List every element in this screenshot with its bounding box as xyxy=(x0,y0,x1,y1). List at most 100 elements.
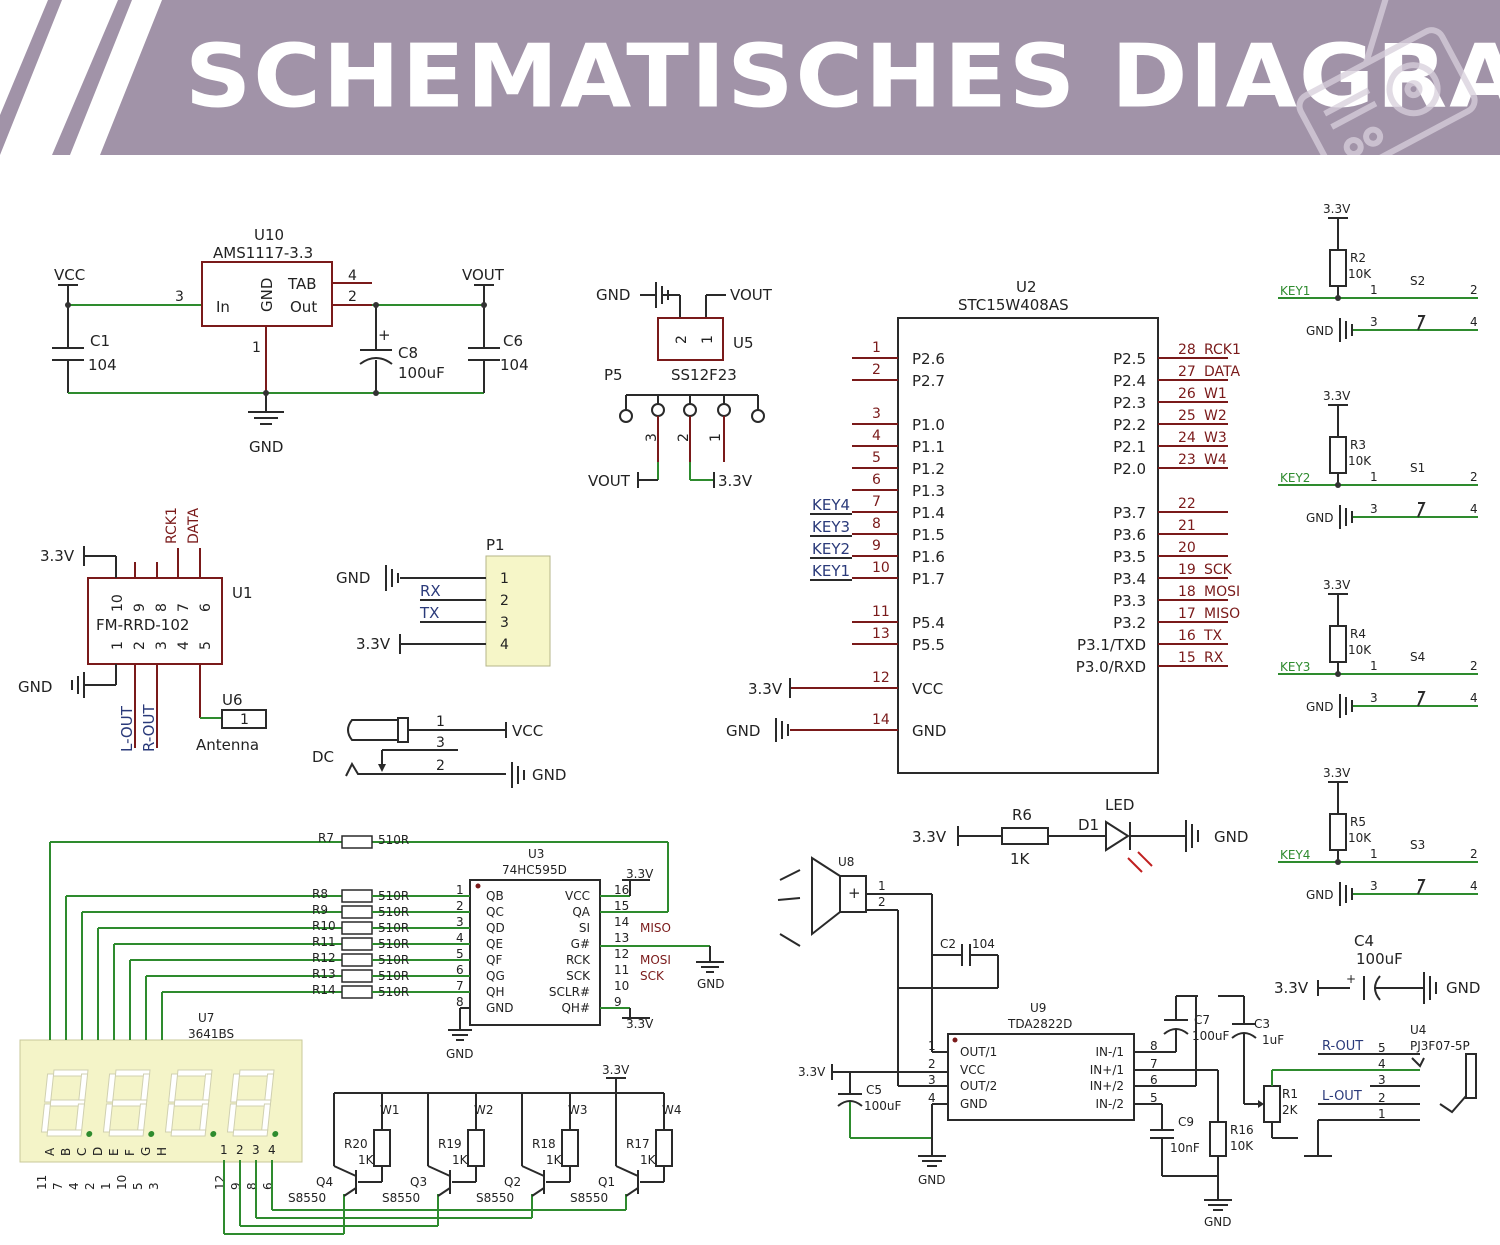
mcu-right-pin-name: P2.4 xyxy=(1113,372,1146,390)
mcu-right-net: MOSI xyxy=(1204,584,1240,600)
u5-ref: U5 xyxy=(733,334,754,352)
driver-collector xyxy=(531,1187,545,1197)
p5-pin1: 1 xyxy=(708,433,724,442)
u1-top-pin: 10 xyxy=(110,594,126,612)
driver-res-value: 1K xyxy=(546,1153,563,1167)
key-net-label: KEY1 xyxy=(1280,284,1310,298)
u3-left-pin-name: QD xyxy=(486,921,505,935)
u3-left-pin-name: QF xyxy=(486,953,502,967)
u5-pin1: 1 xyxy=(700,335,716,344)
u7-seg-pin: 1 xyxy=(99,1182,113,1190)
seven-segment-digit xyxy=(164,1069,217,1137)
digit-dp xyxy=(86,1131,93,1137)
seg-res-value: 510R xyxy=(378,985,409,999)
mcu-right-pin-name: P3.7 xyxy=(1113,504,1146,522)
digit-segment xyxy=(238,1069,275,1077)
u3-left-pin-name: QG xyxy=(486,969,505,983)
jack-pin-num: 3 xyxy=(1378,1073,1386,1087)
driver-part: S8550 xyxy=(570,1191,608,1205)
driver-res-ref: R18 xyxy=(532,1137,556,1151)
u3-gnd-bottom: GND xyxy=(446,1047,474,1061)
u7-seg-letter: A xyxy=(43,1147,57,1156)
u7-seg-pin: 4 xyxy=(67,1182,81,1190)
u3-left-pin-num: 2 xyxy=(456,899,464,913)
seg-res-value: 510R xyxy=(378,889,409,903)
c2-value: 104 xyxy=(972,937,995,951)
mcu-left-pin-name: P5.5 xyxy=(912,636,945,654)
u7-seg-pin: 2 xyxy=(83,1182,97,1190)
mcu-right-pin-num: 17 xyxy=(1178,606,1196,622)
driver-res-ref: R19 xyxy=(438,1137,462,1151)
mcu-left-pin-name: P1.7 xyxy=(912,570,945,588)
u9-right-pin-name: IN+/2 xyxy=(1090,1079,1124,1093)
jack-pin-num: 2 xyxy=(1378,1091,1386,1105)
u9-right-pin-name: IN+/1 xyxy=(1090,1063,1124,1077)
led-name: LED xyxy=(1105,796,1134,814)
mcu-left-pin-num: 11 xyxy=(872,604,890,620)
driver-q-ref: Q2 xyxy=(504,1175,521,1189)
dc-jack: DC 1 3 2 VCC GND xyxy=(312,714,566,788)
u7-seg-letter: E xyxy=(107,1148,121,1156)
u3-left-pin-name: QE xyxy=(486,937,503,951)
mcu-right-net: MISO xyxy=(1204,606,1240,622)
seg-res-value: 510R xyxy=(378,953,409,967)
mcu-left-pin-name: P1.4 xyxy=(912,504,945,522)
u1-part: FM-RRD-102 xyxy=(96,616,189,634)
seg-resistor xyxy=(341,905,373,919)
key-pin3: 3 xyxy=(1370,691,1378,705)
u7-digit-label: 4 xyxy=(268,1143,276,1157)
driver-collector xyxy=(437,1187,451,1197)
key-pin4: 4 xyxy=(1470,315,1478,329)
u5-vout-label: VOUT xyxy=(730,286,773,304)
u1-top-pin: 8 xyxy=(154,603,170,612)
seg-res-value: 510R xyxy=(378,921,409,935)
mcu-right-pin-num: 20 xyxy=(1178,540,1196,556)
digit-segment xyxy=(102,1103,113,1133)
u3-right-pin-name: QH# xyxy=(561,1001,590,1015)
key-res-value: 10K xyxy=(1348,643,1372,657)
mcu-left-pin-num: 5 xyxy=(872,450,881,466)
mcu-left-pin-name: P1.1 xyxy=(912,438,945,456)
digit-segment xyxy=(164,1103,175,1133)
drivers-33v: 3.3V xyxy=(602,1063,630,1077)
key-res-ref: R2 xyxy=(1350,251,1366,265)
mcu-u2: U2 STC15W408AS 1P2.62P2.73P1.04P1.15P1.2… xyxy=(726,278,1241,774)
seven-segment-digit xyxy=(226,1069,279,1137)
u7-seg-pin: 11 xyxy=(35,1175,49,1190)
seg-resistor xyxy=(341,937,373,951)
mcu-right-pin-num: 16 xyxy=(1178,628,1196,644)
driver-w-net: W2 xyxy=(474,1103,494,1117)
power-led: 3.3V R6 1K D1 LED GND xyxy=(912,796,1248,873)
key-gnd-label: GND xyxy=(1306,700,1334,714)
p1-gnd-label: GND xyxy=(336,569,370,587)
u7-seg-pin: 5 xyxy=(131,1182,145,1190)
key-pullup-resistor xyxy=(1329,625,1347,663)
u7-part: 3641BS xyxy=(188,1027,234,1041)
c5-33v: 3.3V xyxy=(798,1065,826,1079)
driver-res-value: 1K xyxy=(640,1153,657,1167)
mcu-right-pin-num: 19 xyxy=(1178,562,1196,578)
driver-res-value: 1K xyxy=(358,1153,375,1167)
driver-emitter xyxy=(427,1165,451,1177)
p5-33v-label: 3.3V xyxy=(718,472,753,490)
u3-part: 74HC595D xyxy=(502,863,567,877)
title-banner: SCHEMATISCHES DIAGRAMM xyxy=(0,0,1500,155)
jack-rout-net: R-OUT xyxy=(1322,1039,1363,1054)
seven-segment-digit xyxy=(40,1069,93,1137)
key-junction xyxy=(1335,295,1341,301)
u3-right-pin-num: 15 xyxy=(614,899,629,913)
driver-w-net: W3 xyxy=(568,1103,588,1117)
mcu-right-net: DATA xyxy=(1204,364,1240,380)
u3-right-pin-num: 13 xyxy=(614,931,629,945)
mcu-left-pin-name: P1.0 xyxy=(912,416,945,434)
mcu-left-pin-num: 8 xyxy=(872,516,881,532)
c2-ref: C2 xyxy=(940,937,956,951)
key-switch-lever xyxy=(1417,315,1426,331)
antenna-label: Antenna xyxy=(196,736,259,754)
key-pin2: 2 xyxy=(1470,659,1478,673)
u3-right-pin-name: SCK xyxy=(566,969,591,983)
jack-ref: U4 xyxy=(1410,1023,1426,1037)
mcu-right-pin-num: 21 xyxy=(1178,518,1196,534)
mcu-right-pin-name: P2.1 xyxy=(1113,438,1146,456)
